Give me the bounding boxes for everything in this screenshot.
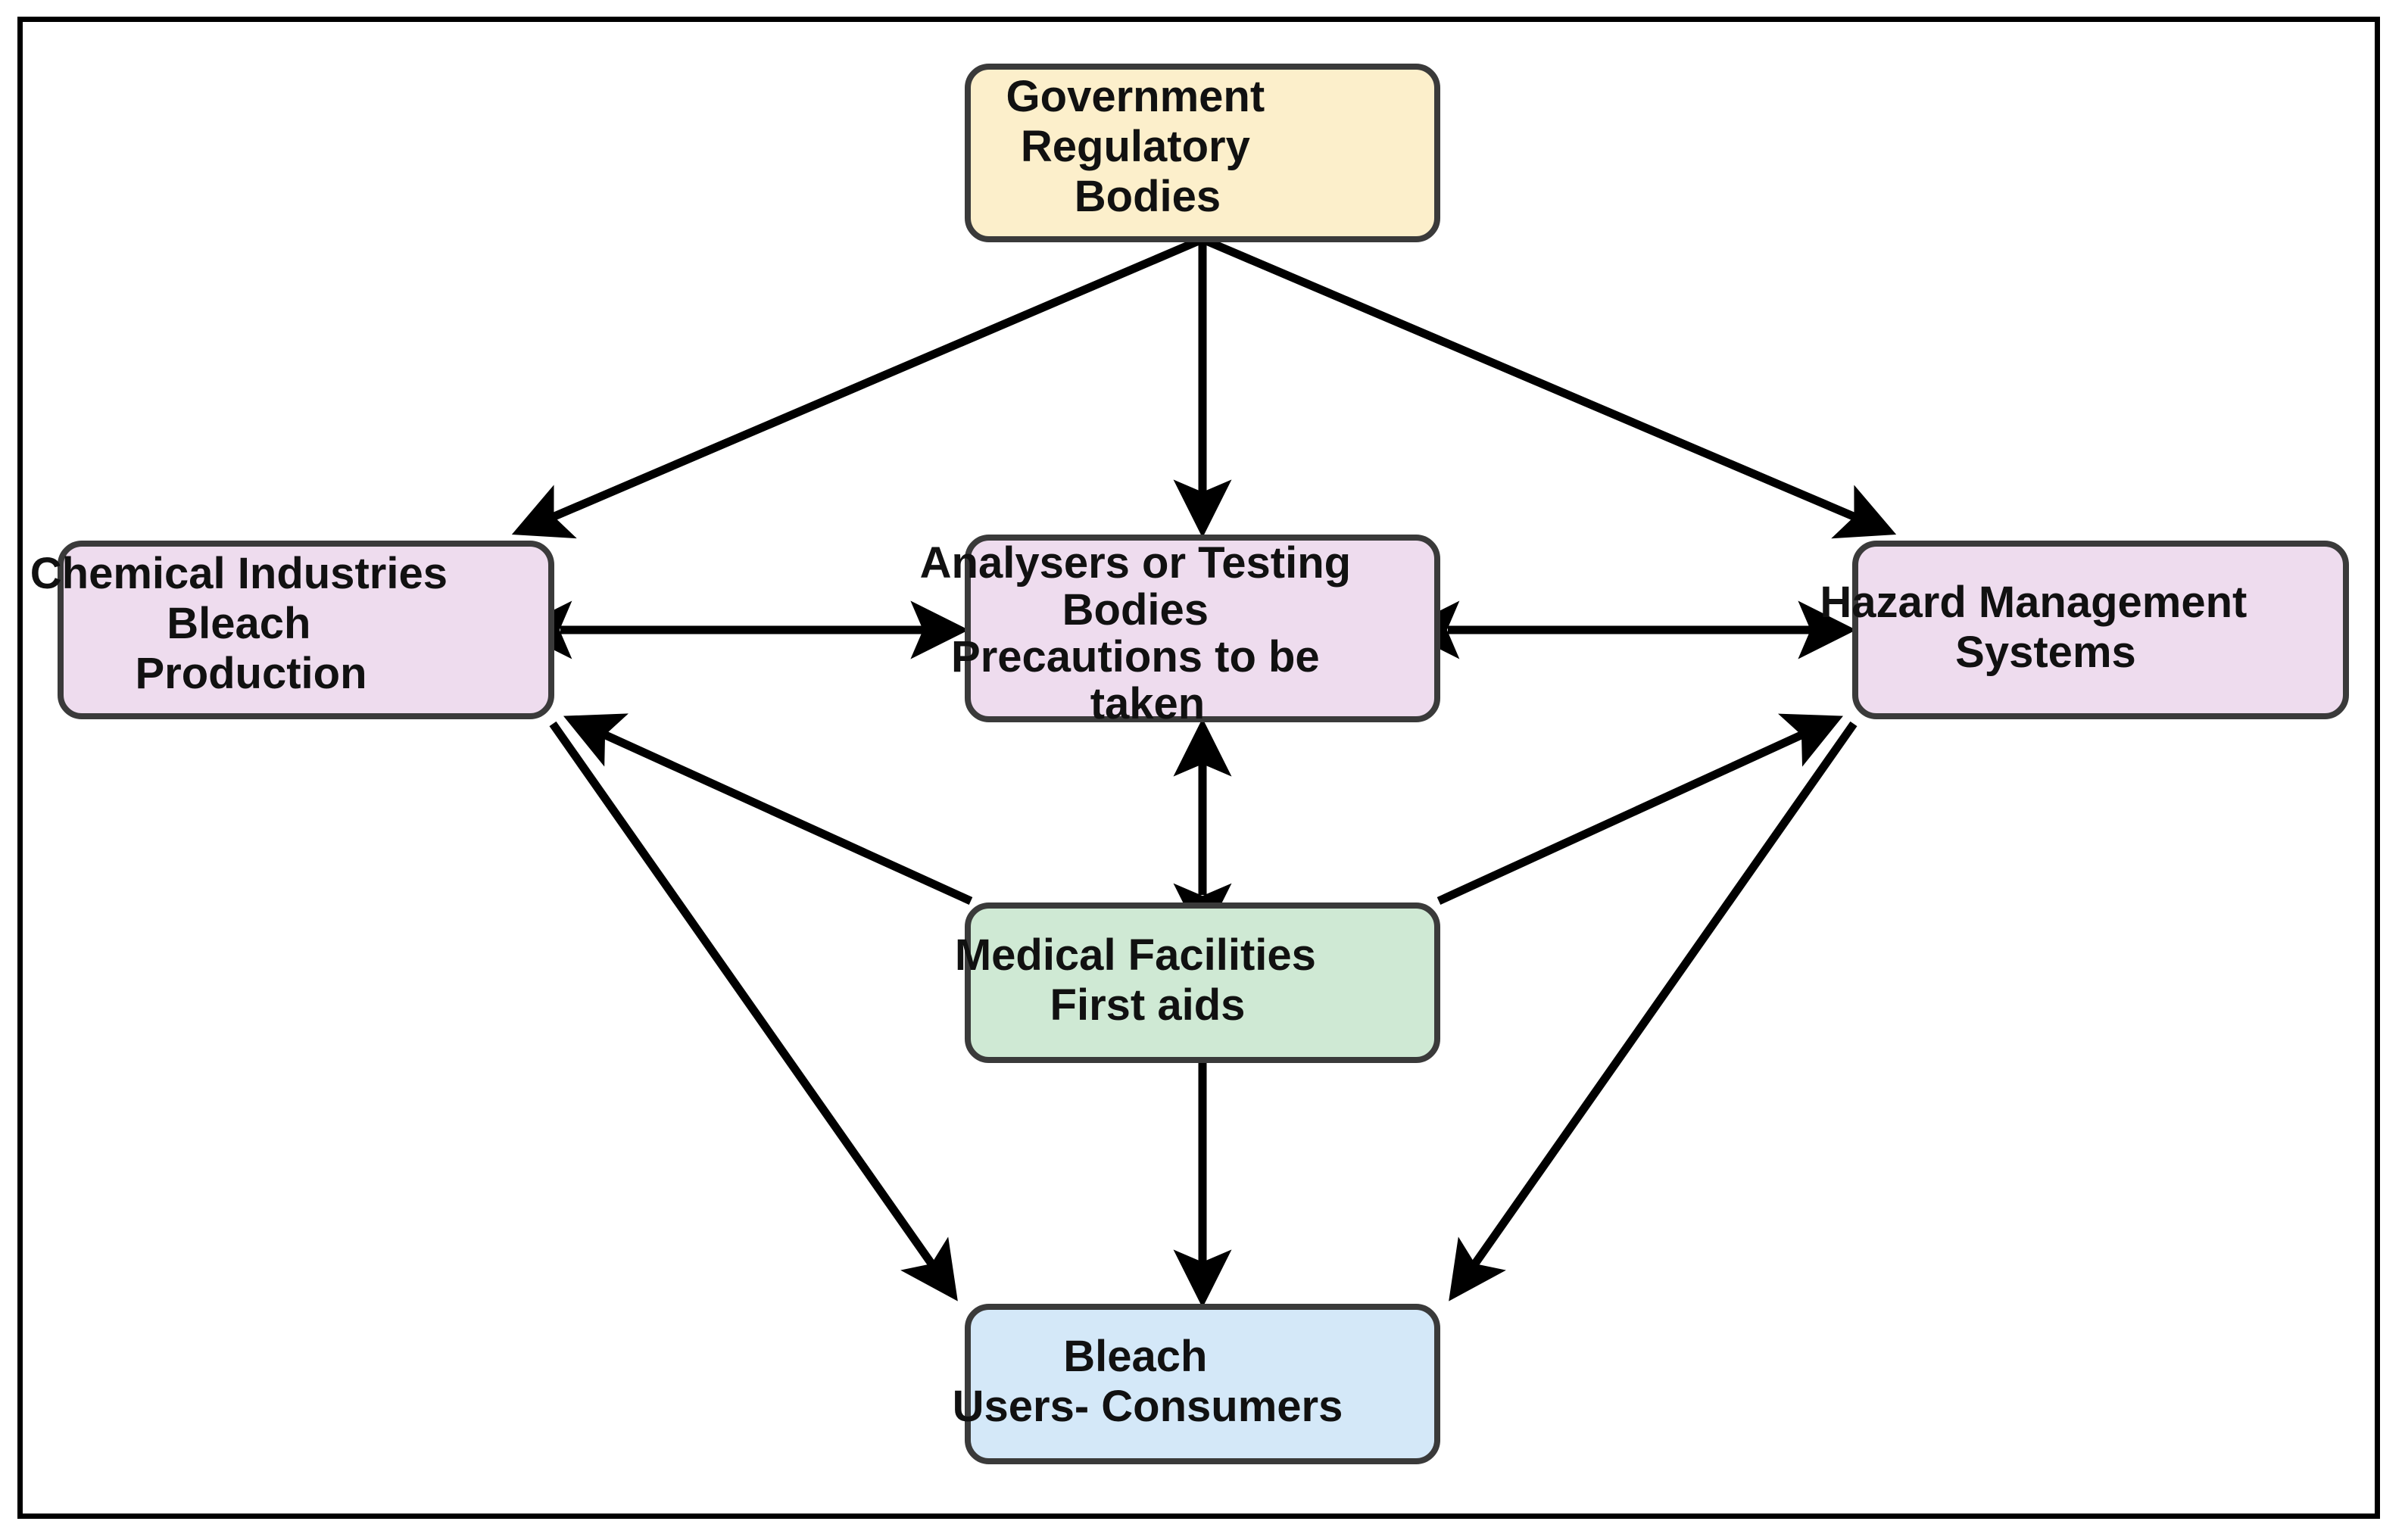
nodes-layer: Government Regulatory Bodies Chemical In… <box>30 64 2381 1464</box>
medical-facilities-box[interactable] <box>965 902 1440 1063</box>
bleach-users-consumers-node[interactable]: Bleach Users- Consumers <box>953 1304 1453 1464</box>
hazard-management-systems-node[interactable]: Hazard Management Systems <box>1820 541 2381 719</box>
government-regulatory-bodies-node[interactable]: Government Regulatory Bodies <box>965 64 1440 242</box>
analysers-testing-bodies-box[interactable] <box>965 535 1440 722</box>
hazard-management-systems-box[interactable] <box>1852 541 2349 719</box>
analysers-testing-bodies-node[interactable]: Analysers or Testing Bodies Precautions … <box>920 535 1486 728</box>
bleach-users-consumers-box[interactable] <box>965 1304 1440 1464</box>
chemical-industries-box[interactable] <box>58 541 554 719</box>
bleach-users-consumers-label: Bleach Users- Consumers <box>953 1332 1453 1431</box>
edge-hazard-management-to-consumers <box>1449 721 1858 1302</box>
government-regulatory-bodies-box[interactable] <box>965 64 1440 242</box>
edge-chemical-industries-to-consumers <box>549 721 958 1302</box>
chemical-industries-label: Chemical Industries Bleach Production <box>30 549 582 698</box>
analysers-testing-bodies-label: Analysers or Testing Bodies Precautions … <box>920 538 1486 728</box>
edge-government-to-hazard-management <box>1200 235 1897 539</box>
medical-facilities-label: Medical Facilities First aids <box>955 931 1450 1030</box>
chemical-industries-node[interactable]: Chemical Industries Bleach Production <box>30 541 582 719</box>
edge-medical-facilities-to-chemical-industries <box>563 713 973 906</box>
edge-medical-facilities-to-hazard-management <box>1436 713 1844 906</box>
edges-layer <box>511 235 1897 1308</box>
edge-government-to-chemical-industries <box>511 235 1205 539</box>
government-regulatory-bodies-label: Government Regulatory Bodies <box>1006 72 1399 221</box>
medical-facilities-node[interactable]: Medical Facilities First aids <box>955 902 1450 1063</box>
hazard-management-systems-label: Hazard Management Systems <box>1820 578 2381 677</box>
